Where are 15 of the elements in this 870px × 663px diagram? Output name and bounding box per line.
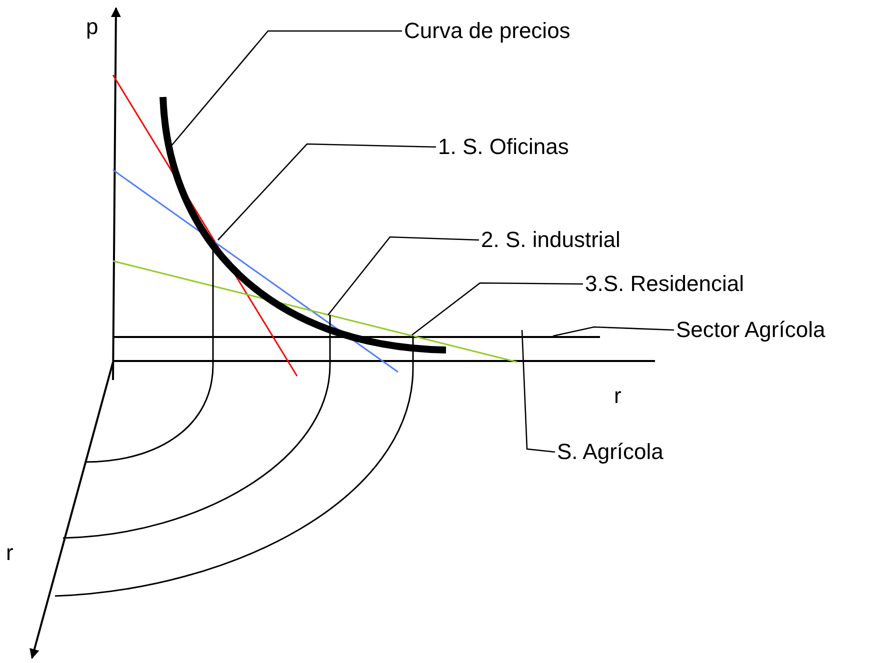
- leader-line: [412, 282, 583, 336]
- axis-label: p: [86, 14, 98, 40]
- leader-line: [552, 326, 674, 337]
- callout-label: Sector Agrícola: [676, 317, 826, 343]
- callout-label: 2. S. industrial: [481, 227, 620, 253]
- leader-line: [172, 30, 402, 146]
- leader-line: [521, 330, 556, 453]
- axis-label: r: [6, 540, 14, 566]
- callout-label: 3.S. Residencial: [585, 271, 744, 297]
- leader-line: [218, 143, 436, 240]
- callout-label: 1. S. Oficinas: [438, 134, 569, 160]
- callout-label: Curva de precios: [404, 18, 570, 44]
- leader-line: [328, 236, 480, 316]
- callout-label: S. Agrícola: [557, 439, 664, 465]
- axis-label: r: [614, 383, 622, 409]
